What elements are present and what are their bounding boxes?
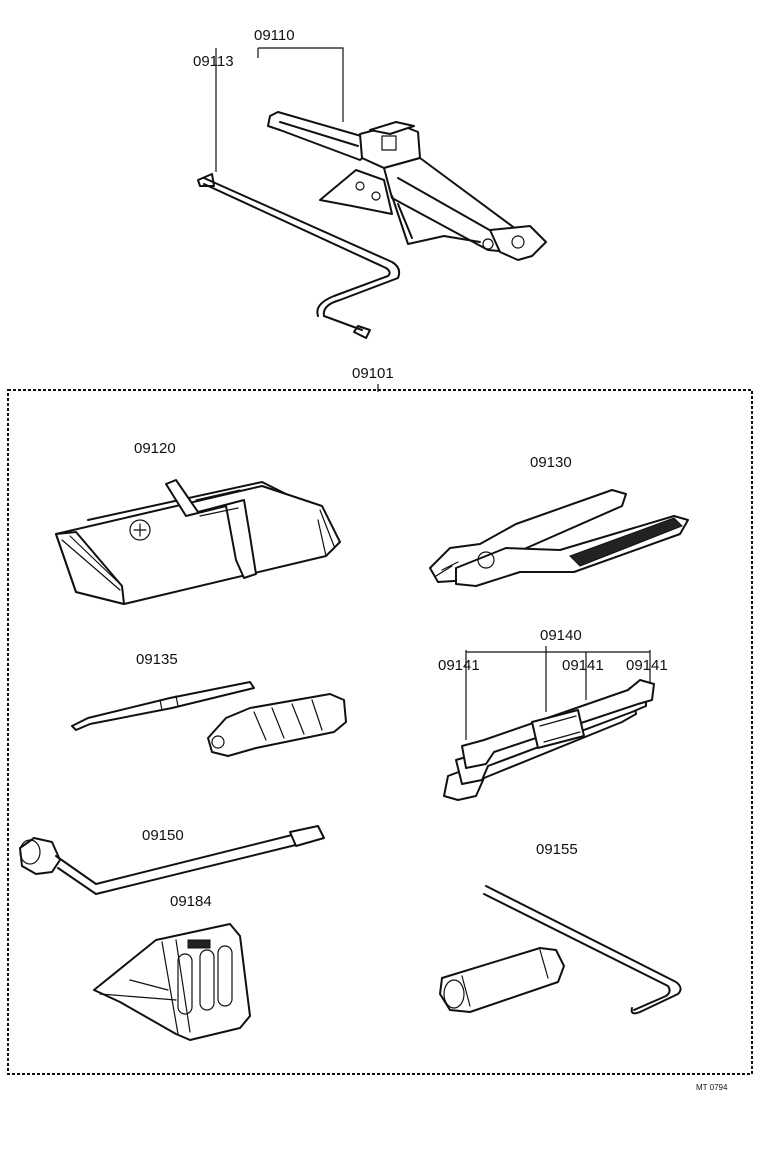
label-09135: 09135 — [136, 651, 178, 668]
label-09141-a: 09141 — [438, 657, 480, 674]
drawing-code: MT 0794 — [696, 1083, 728, 1092]
label-09110: 09110 — [254, 27, 295, 44]
label-09120: 09120 — [134, 440, 176, 457]
lug-wrench-drawing — [19, 825, 325, 895]
label-09184: 09184 — [170, 893, 212, 910]
pliers-drawing — [429, 489, 689, 587]
tool-bag-drawing — [55, 479, 341, 605]
label-09141-b: 09141 — [562, 657, 604, 674]
label-09140: 09140 — [540, 627, 582, 644]
label-09150: 09150 — [142, 827, 184, 844]
screwdriver-drawing — [71, 681, 347, 757]
wheel-chock-drawing — [93, 923, 251, 1041]
jack-assembly-group: 09110 09113 — [193, 27, 547, 339]
label-09155: 09155 — [536, 841, 578, 858]
label-09101: 09101 — [352, 365, 394, 382]
jack-handle-drawing — [197, 173, 401, 339]
scissor-jack-drawing — [267, 111, 547, 261]
label-09113: 09113 — [193, 53, 234, 70]
wrench-set-drawing — [443, 679, 655, 801]
plug-wrench-drawing — [439, 885, 682, 1015]
tool-kit-group: 09101 09120 09130 09135 — [7, 365, 753, 1092]
leader-09110 — [215, 47, 344, 172]
tool-kit-boundary — [7, 389, 753, 1075]
label-09130: 09130 — [530, 454, 572, 471]
label-09141-c: 09141 — [626, 657, 668, 674]
